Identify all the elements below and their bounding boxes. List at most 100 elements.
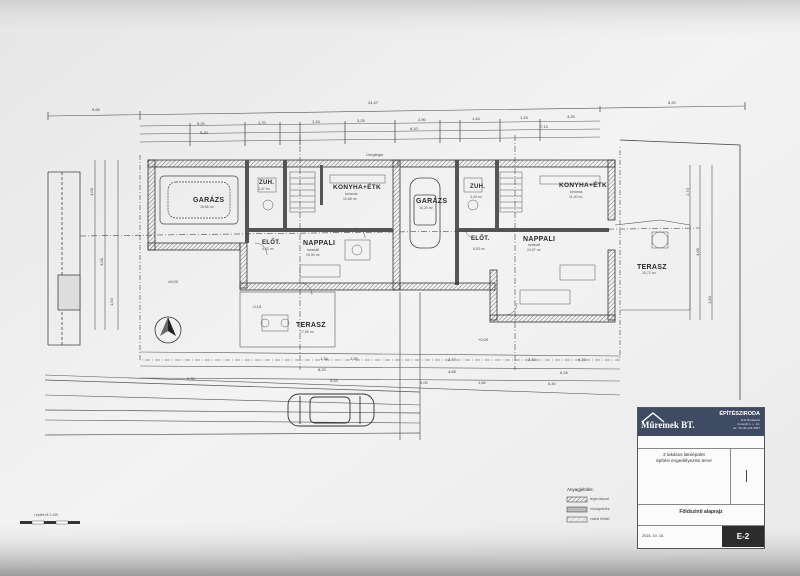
sheet-code: E-2 bbox=[722, 526, 764, 547]
dim-row3-2: 7,13 bbox=[540, 124, 548, 129]
terraces bbox=[239, 219, 691, 348]
room-sub-bath-right: 3,43 m² bbox=[470, 195, 482, 199]
dim-row2-8: 1,64 bbox=[472, 116, 480, 121]
axis-markers bbox=[79, 135, 701, 370]
legend-item-plaster: vakolt felület bbox=[590, 517, 610, 521]
car-symbol bbox=[287, 393, 375, 427]
room-label-hall-left: ELŐT. bbox=[262, 240, 281, 246]
dim-top-overall: 24,47 bbox=[368, 100, 379, 105]
dim-bottom-0-0: 1,34 bbox=[320, 356, 328, 361]
room-label-garage-left: GARÁZS bbox=[193, 197, 225, 204]
room-sub-garage-left: 16,85 m² bbox=[200, 205, 214, 209]
dim-left-2: 1,50 bbox=[108, 298, 114, 306]
signature-box bbox=[730, 448, 765, 504]
stairs bbox=[289, 171, 523, 213]
dim-top-left: 9,65 bbox=[92, 107, 100, 112]
title-block-divider bbox=[638, 525, 764, 526]
dim-bottom-0-2: 2,97 bbox=[448, 357, 456, 362]
door-swings bbox=[254, 227, 518, 316]
north-arrow-icon bbox=[154, 316, 182, 344]
project-title: 2 lakásos lakóépület építési engedélyezé… bbox=[638, 452, 730, 465]
room-label-terrace-right: TERASZ bbox=[637, 264, 667, 271]
dim-bottom-2-5: 5,40 bbox=[548, 381, 556, 386]
room-label-living-left: NAPPALI bbox=[303, 240, 336, 247]
dim-left-1: 3,00 bbox=[98, 258, 104, 266]
title-block: Műremek BT. ÉPÍTÉSZIRODA 1111 Budapest K… bbox=[637, 407, 765, 549]
dim-bottom-2-0: 5,30 bbox=[187, 376, 195, 381]
title-block-divider bbox=[638, 448, 764, 449]
room-sub-kitchen-left-material: kerámia bbox=[345, 192, 358, 196]
address-line-3: tel.: 06-30-123-4567 bbox=[732, 425, 760, 430]
dim-bottom-2-3: 1,84 bbox=[478, 380, 486, 385]
office-address: 1111 Budapest Kossuth L. u. 12. tel.: 06… bbox=[720, 418, 760, 431]
dim-row2-5: 3,25 bbox=[357, 118, 365, 123]
room-label-bath-right: ZUH. bbox=[470, 184, 486, 190]
legend-item-insulation: hőszigetelés bbox=[590, 507, 610, 511]
room-label-hall-right: ELŐT. bbox=[471, 236, 490, 242]
room-sub-living-right: 24,67 m² bbox=[527, 248, 541, 252]
dim-bottom-0-1: 1,20 bbox=[350, 356, 358, 361]
dim-bottom-1-1: 4,68 bbox=[448, 369, 456, 374]
address-line-1: 1111 Budapest bbox=[740, 418, 760, 422]
unit-left-walls bbox=[147, 159, 401, 291]
dim-bottom-1-0: 8,23 bbox=[318, 367, 326, 372]
drawing-date: 2015. 10. 15. bbox=[642, 534, 665, 538]
room-label-terrace-left: TERASZ bbox=[296, 322, 326, 329]
dim-row3-0: 5,20 bbox=[200, 130, 208, 135]
room-sub-kitchen-right: 11,40 m² bbox=[569, 195, 583, 199]
room-sub-hall-right: 5,53 m² bbox=[473, 247, 485, 251]
company-logo: Műremek BT. bbox=[641, 420, 695, 430]
dim-bottom-0-4: 4,26 bbox=[578, 357, 586, 362]
room-sub-living-left-material: laminált bbox=[307, 248, 320, 252]
dim-bottom-2-2: 3,00 bbox=[420, 380, 428, 385]
dim-row2-3: 1,15 bbox=[312, 119, 320, 124]
level-marker-1: -0,15 bbox=[252, 304, 262, 309]
legend-swatches bbox=[566, 496, 588, 523]
room-label-kitchen-right: KONYHA+ÉTK bbox=[559, 182, 607, 189]
scale-bar bbox=[20, 520, 80, 525]
room-sub-kitchen-left: 10,68 m² bbox=[343, 197, 357, 201]
paper-shadow-top bbox=[0, 0, 800, 40]
garage-left-car bbox=[159, 175, 239, 225]
dimension-lines-top bbox=[47, 102, 746, 146]
dim-right-0: 2,70 bbox=[684, 188, 690, 196]
dimension-lines-bottom bbox=[44, 351, 621, 424]
dim-row3-1: 6,10 bbox=[410, 126, 418, 131]
road bbox=[44, 292, 421, 440]
office-name: ÉPÍTÉSZIRODA bbox=[719, 411, 760, 417]
title-block-divider bbox=[638, 504, 764, 505]
sheet-title: Földszinti alaprajz bbox=[679, 509, 723, 515]
dim-row2-10: 1,15 bbox=[520, 115, 528, 120]
house-logo-icon bbox=[641, 412, 665, 423]
dim-row2-7: 2,90 bbox=[418, 117, 426, 122]
room-label-garage-right: GARÁZS bbox=[416, 198, 448, 205]
dim-row2-1: 1,70 bbox=[258, 120, 266, 125]
room-sub-living-left: 19,50 m² bbox=[306, 253, 320, 257]
signature-mark bbox=[746, 470, 747, 482]
room-sub-terrace-right: 16,72 m² bbox=[642, 271, 656, 275]
room-sub-hall-left: 4,42 m² bbox=[262, 247, 274, 251]
room-label-bath-left: ZUH. bbox=[259, 180, 275, 186]
dim-right-2: 1,50 bbox=[706, 296, 712, 304]
room-sub-living-right-material: laminált bbox=[528, 243, 541, 247]
legend-item-brick: tégla falazat bbox=[590, 497, 609, 501]
furniture bbox=[257, 174, 669, 332]
dim-right-1: 4,00 bbox=[694, 248, 700, 256]
room-sub-kitchen-right-material: kerámia bbox=[570, 190, 583, 194]
dim-top-right: 8,20 bbox=[668, 100, 676, 105]
dim-bottom-0-3: 3,85 bbox=[528, 357, 536, 362]
site-boundary bbox=[47, 139, 741, 400]
address-line-2: Kossuth L. u. 12. bbox=[737, 421, 760, 426]
garage-right-car bbox=[409, 177, 441, 249]
level-marker-0: ±0,00 bbox=[168, 279, 178, 284]
dim-row2-0: 5,20 bbox=[197, 121, 205, 126]
title-block-header: Műremek BT. ÉPÍTÉSZIRODA 1111 Budapest K… bbox=[638, 408, 764, 436]
dim-left-0: 4,00 bbox=[88, 188, 94, 196]
dim-row2-12: 3,25 bbox=[567, 114, 575, 119]
dim-bottom-2-1: 5,53 bbox=[330, 378, 338, 383]
project-line-2: építési engedélyezési terve bbox=[656, 458, 712, 464]
legend-title: Anyagjelölés: bbox=[567, 487, 594, 492]
gutter-note: Úreglégla bbox=[366, 152, 384, 157]
